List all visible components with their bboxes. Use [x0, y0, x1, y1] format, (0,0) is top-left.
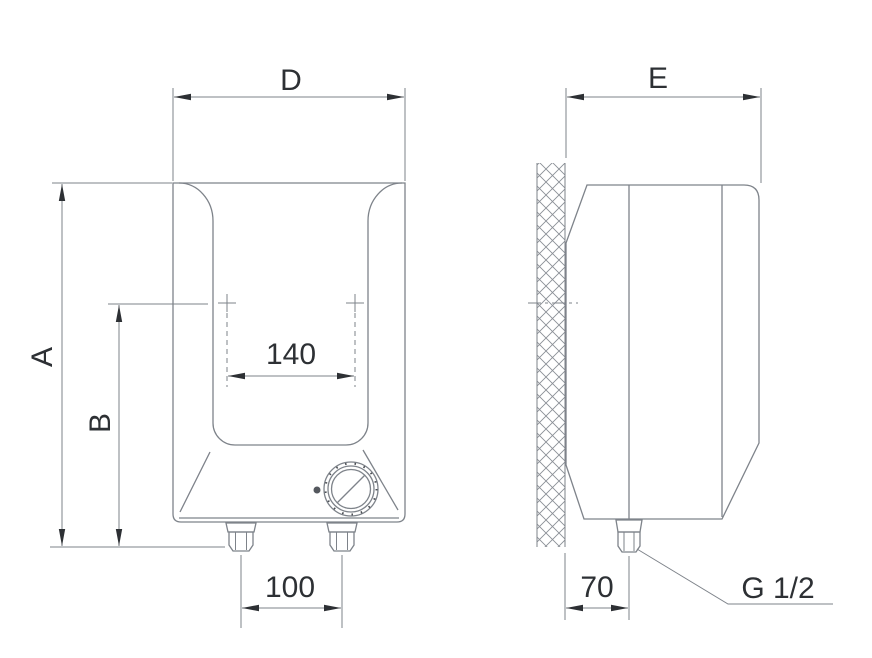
dimension-label-B: B: [84, 413, 117, 433]
knob-notches: [324, 462, 378, 516]
side-body-outline: [565, 184, 760, 520]
front-cover-seam: [178, 182, 403, 446]
wall-hatch: [537, 163, 565, 547]
mount-point-left: [218, 294, 236, 312]
front-pipe-right: [326, 522, 358, 552]
dimension-label-E: E: [648, 62, 668, 95]
dimension-side-depth: E: [565, 62, 762, 183]
dimension-label-A: A: [26, 347, 59, 367]
side-view: [528, 163, 760, 553]
front-panel-diagonal-right: [362, 449, 399, 511]
mount-point-right: [346, 294, 364, 312]
dimension-front-height: A: [26, 182, 225, 548]
dimension-label-140: 140: [266, 338, 316, 371]
thermostat-knob: [323, 461, 379, 517]
front-pipe-left: [225, 522, 257, 552]
knob-slot: [337, 475, 365, 503]
indicator-lamp: [313, 486, 321, 494]
dimension-wall-offset: 70: [564, 553, 630, 620]
leader-line: [636, 548, 833, 605]
dimension-label-D: D: [280, 64, 302, 97]
front-panel-diagonal-left: [179, 451, 211, 513]
side-pipe: [615, 519, 643, 553]
dimension-front-width: D: [172, 64, 406, 181]
front-body-outline: [172, 182, 406, 523]
thread-callout: G 1/2: [636, 548, 833, 605]
thread-label: G 1/2: [741, 572, 814, 605]
dimension-pipe-spacing: 100: [240, 555, 343, 628]
wall-section: [536, 163, 566, 547]
front-view: [172, 182, 406, 552]
dimension-mount-spacing: 140: [226, 313, 356, 387]
dimension-mount-height: B: [84, 303, 208, 546]
dimension-label-100: 100: [265, 571, 315, 604]
dimension-label-70: 70: [580, 571, 613, 604]
